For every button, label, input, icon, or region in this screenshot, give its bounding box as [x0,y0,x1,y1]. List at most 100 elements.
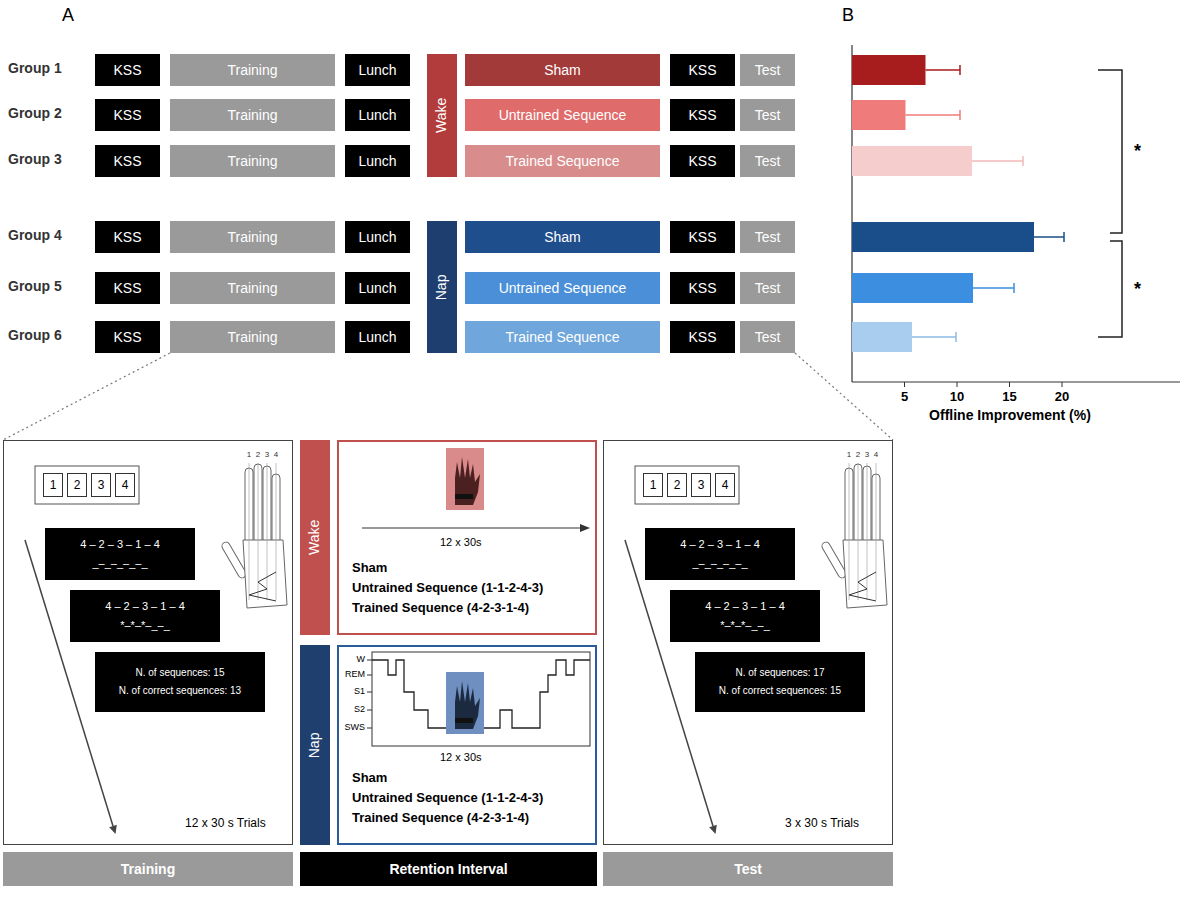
kss-box: KSS [670,272,735,304]
lunch-box: Lunch [345,321,410,353]
kss-box: KSS [95,221,160,253]
guide-line [876,463,877,600]
bar [852,146,972,176]
tick [904,382,905,387]
node-text: Nap [434,274,451,300]
tick [1009,382,1010,387]
screen-box: N. of sequences: 15 N. of correct sequenc… [95,652,265,712]
text-label: Group 2 [8,106,62,121]
bar [852,273,973,303]
tick [1062,382,1063,387]
training-illustration [25,463,287,834]
node-text: Wake [434,98,451,133]
node-text: Lunch [358,153,396,170]
kss-box: KSS [670,54,735,86]
lunch-box: Lunch [345,221,410,253]
node-text: Untrained Sequence [499,107,627,124]
node-text: Test [755,62,781,79]
arrow-head [709,825,717,834]
guide-line [858,463,859,600]
condition-band: Nap [300,645,330,845]
node-text: 3 [98,478,105,492]
training-box: Training [170,272,335,304]
phase-bar: Retention Interval [300,852,597,886]
node-text: Lunch [358,329,396,346]
hand-drawing [221,463,287,608]
key-box: 2 [67,473,87,497]
bar-chart [852,45,1180,387]
tick [367,675,372,676]
screen-box: N. of sequences: 17N. of correct sequenc… [695,652,865,712]
key-box: 4 [715,473,735,497]
node-text: 12 x 30s [440,536,482,549]
bar [852,55,926,85]
text-label: 2 [256,451,260,460]
condition-box: Untrained Sequence [465,272,660,304]
lunch-box: Lunch [345,99,410,131]
node-text: Sham [352,770,387,786]
test-box: Test [740,99,795,131]
training-box: Training [170,321,335,353]
node-text: KSS [688,107,716,124]
test-box: Test [740,145,795,177]
screen-box: 4 – 2 – 3 – 1 – 4*–*–*–_–_ [70,590,220,642]
node-text: 2 [74,478,81,492]
test-box: Test [740,321,795,353]
text-label: W [357,655,366,665]
kss-box: KSS [95,321,160,353]
node-text: Retention Interval [389,861,507,878]
kss-box: KSS [95,272,160,304]
condition-box: Sham [465,54,660,86]
node-text: N. of correct sequences: 13 [119,685,241,697]
tick [367,660,372,661]
hand-drawing [821,463,887,608]
retention-box: 12 x 30sShamUntrained Sequence (1-1-2-4-… [337,645,597,845]
kss-box: KSS [670,221,735,253]
node-text: Wake [307,520,324,555]
node-text: 4 – 2 – 3 – 1 – 4 [105,600,185,613]
tick [957,382,958,387]
node-text: Training [227,329,277,346]
node-text: Test [734,861,762,878]
phase-bar: Test [603,852,893,886]
kss-box: KSS [670,99,735,131]
hypnogram-frame [372,652,590,746]
node-text: Trained Sequence [506,329,620,346]
condition-box: Trained Sequence [465,321,660,353]
text-label: Group 4 [8,228,62,243]
node-text: 12 x 30s [440,751,482,764]
node-text: 2 [674,478,681,492]
node-text: 4 [722,478,729,492]
node-text: KSS [113,107,141,124]
text-label: 10 [950,390,964,404]
node-text: Training [121,861,175,878]
text-label: 1 [847,451,851,460]
node-text: 3 x 30 s Trials [785,816,859,830]
text-label: Group 1 [8,61,62,76]
task-panel: 3 x 30 s Trials12344 – 2 – 3 – 1 – 4_–_–… [603,440,893,845]
node-text: Lunch [358,229,396,246]
node-text: 4 – 2 – 3 – 1 – 4 [705,600,785,613]
text-label: SWS [344,723,365,733]
node-text: Training [227,280,277,297]
time-arrow [362,527,582,528]
node-text: Untrained Sequence [499,280,627,297]
tick [367,710,372,711]
node-text: Training [227,62,277,79]
text-label: REM [345,670,365,680]
node-text: N. of sequences: 15 [136,667,225,679]
text-label: * [1134,142,1141,162]
tick [367,692,372,693]
condition-box: Trained Sequence [465,145,660,177]
node-text: Nap [307,732,324,758]
node-text: Trained Sequence (4-2-3-1-4) [352,600,529,616]
training-box: Training [170,99,335,131]
node-text: Lunch [358,280,396,297]
node-text: Test [755,280,781,297]
node-text: KSS [113,62,141,79]
key-box: 1 [643,473,663,497]
lunch-box: Lunch [345,54,410,86]
kss-box: KSS [670,321,735,353]
